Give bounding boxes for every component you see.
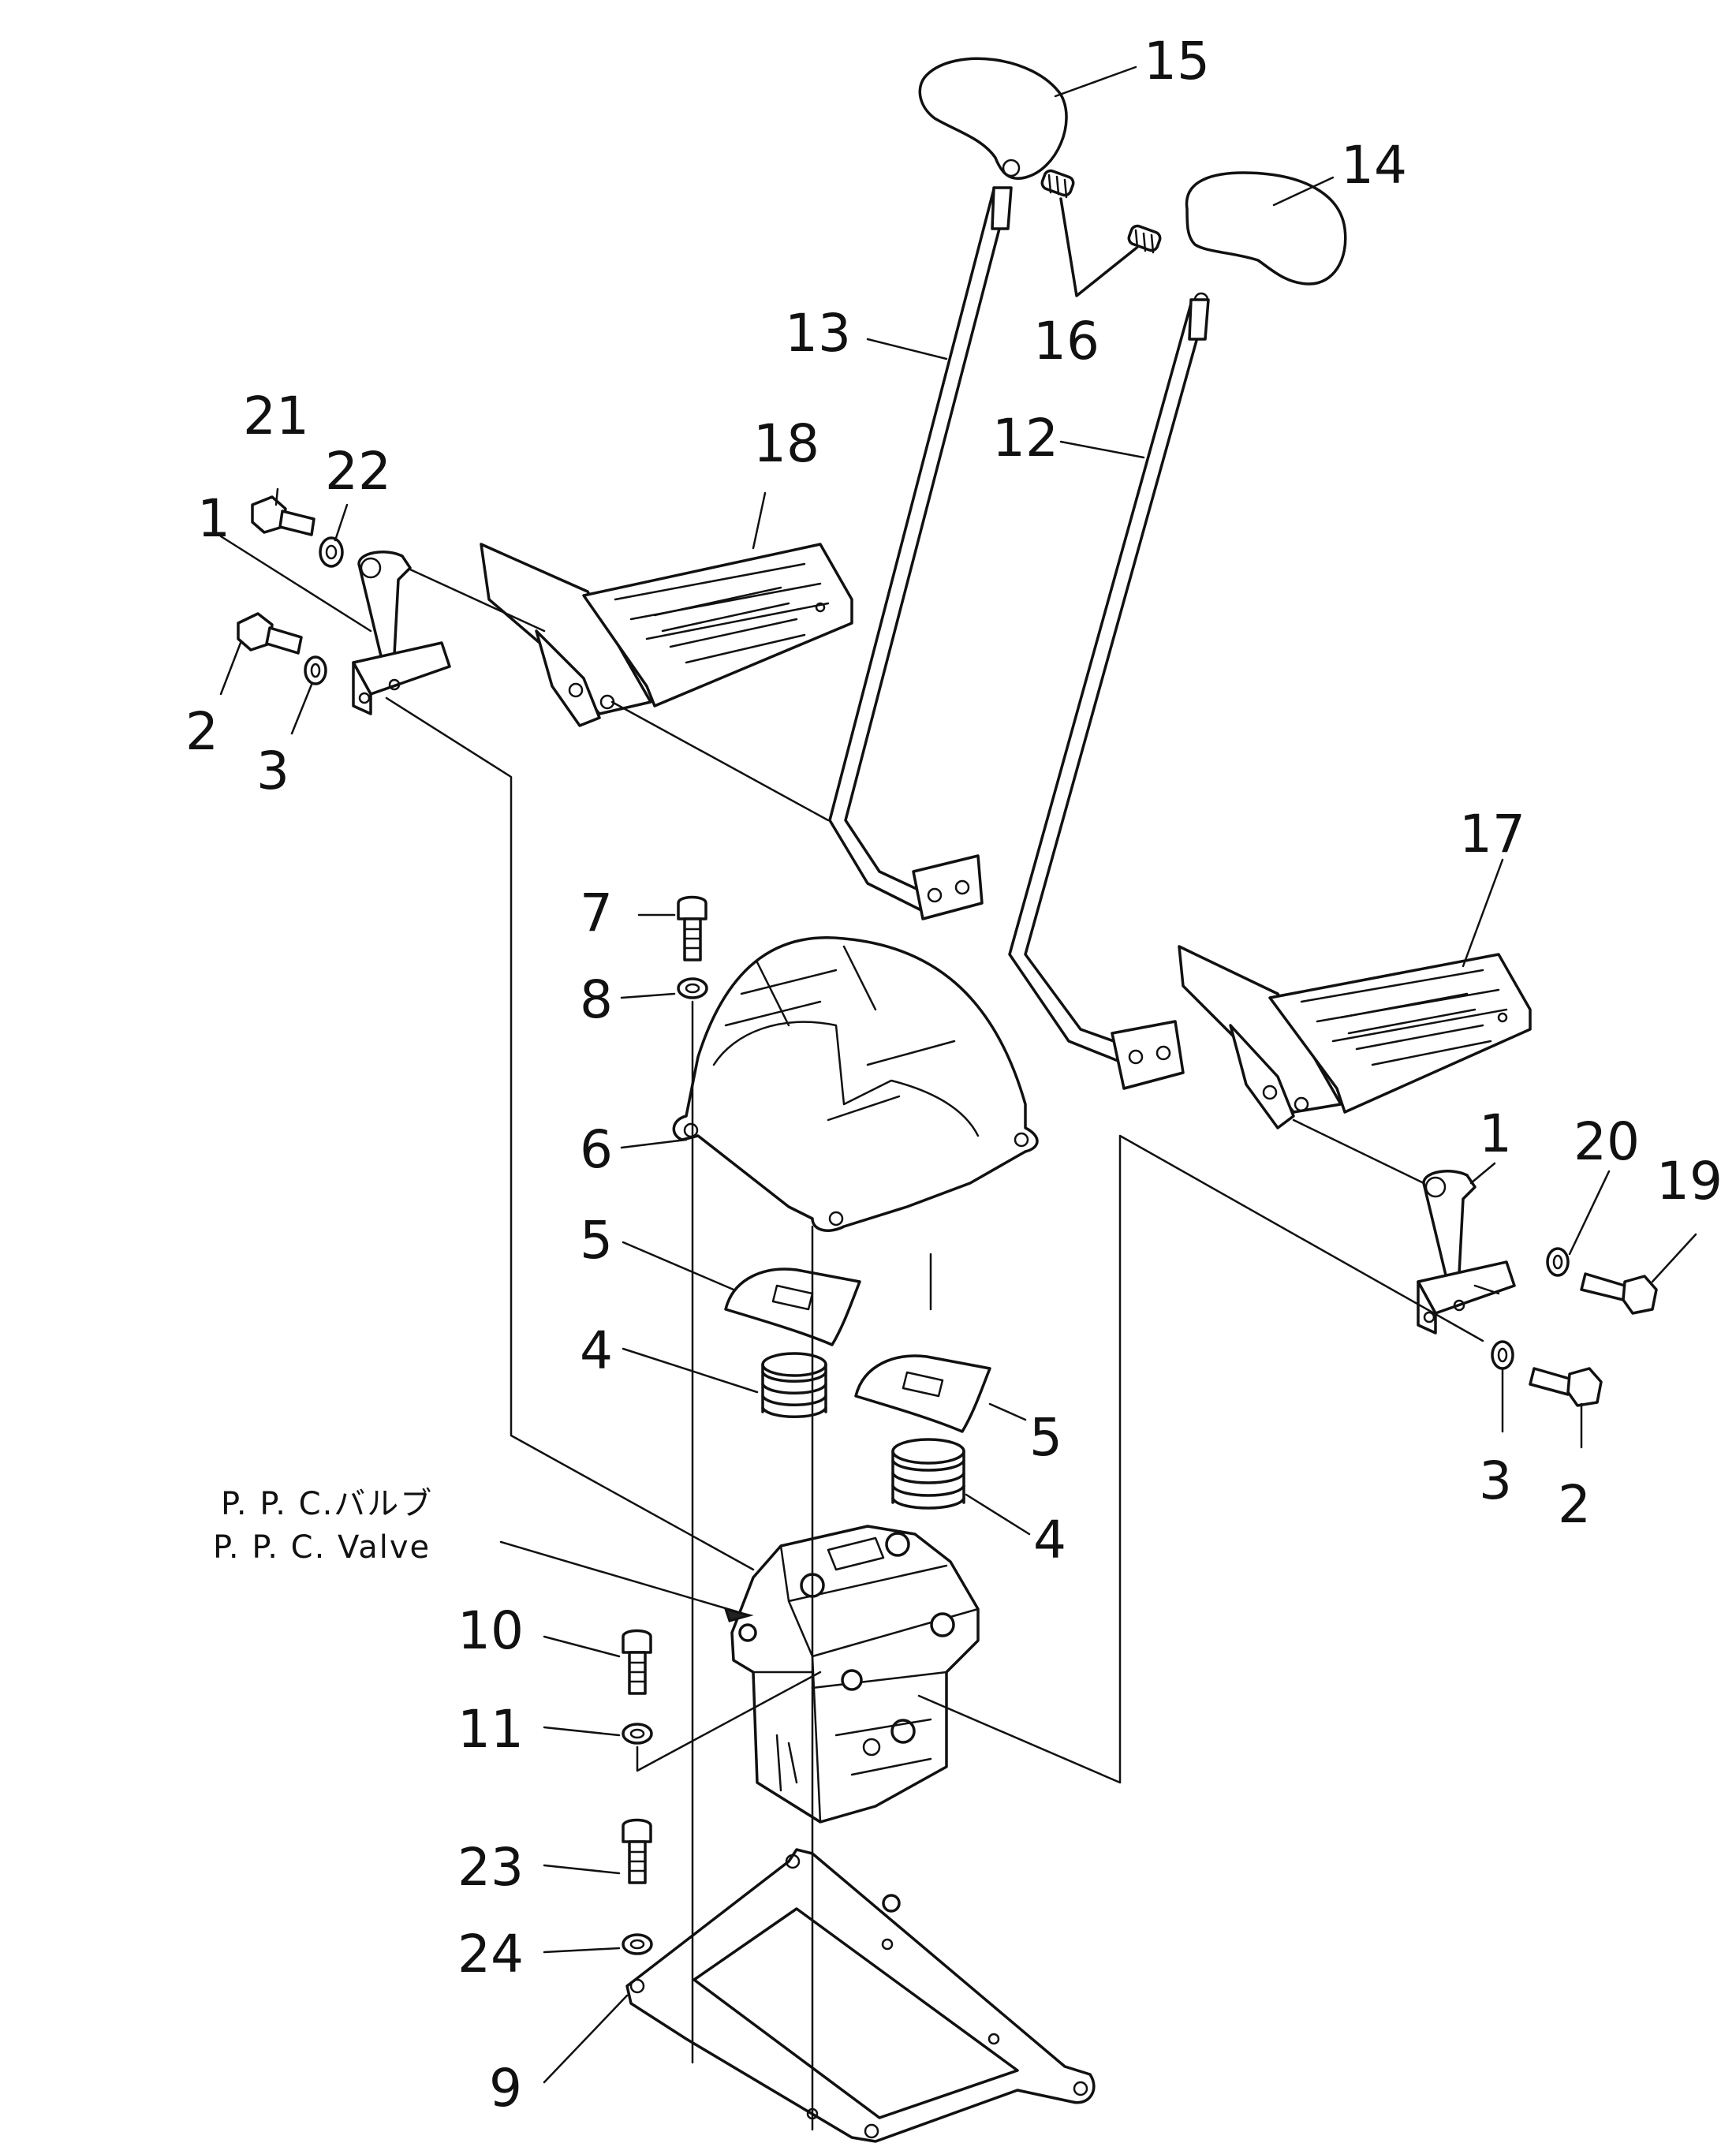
label-10: 10 xyxy=(457,1600,524,1661)
label-19: 19 xyxy=(1656,1151,1723,1212)
label-1-right: 1 xyxy=(1479,1103,1512,1164)
label-16: 16 xyxy=(1033,311,1099,371)
spring-4-left xyxy=(761,1352,827,1418)
label-2-left: 2 xyxy=(185,701,218,762)
label-5-right: 5 xyxy=(1029,1407,1062,1468)
label-21: 21 xyxy=(243,386,309,446)
label-4-right: 4 xyxy=(1033,1510,1066,1570)
pedal-17 xyxy=(1178,945,1532,1129)
label-12: 12 xyxy=(992,408,1058,469)
lever-rod-13 xyxy=(828,186,1013,920)
plate-5-left xyxy=(724,1268,861,1346)
lever-knob-14 xyxy=(1185,171,1347,308)
label-6: 6 xyxy=(580,1119,613,1180)
washer-3-right xyxy=(1491,1340,1514,1370)
pedal-18 xyxy=(480,543,853,727)
assembly-lines xyxy=(385,568,1500,2131)
leader-16 xyxy=(1059,197,1137,297)
bolt-19 xyxy=(1580,1272,1658,1315)
label-15: 15 xyxy=(1144,31,1210,91)
lever-rod-12 xyxy=(1008,298,1210,1090)
ppc-valve-caption: P. P. C.バルブ P. P. C. Valve xyxy=(213,1486,433,1566)
bracket-1-right xyxy=(1417,1170,1516,1335)
bolt-2-right xyxy=(1529,1367,1603,1407)
label-22: 22 xyxy=(325,441,391,502)
label-8: 8 xyxy=(580,969,613,1030)
bolt-10 xyxy=(622,1629,652,1695)
pin-16-a xyxy=(1040,169,1075,199)
label-7: 7 xyxy=(580,883,613,943)
caption-japanese: P. P. C.バルブ xyxy=(221,1486,433,1522)
label-11: 11 xyxy=(457,1699,524,1760)
spring-4-right xyxy=(891,1438,965,1510)
label-13: 13 xyxy=(785,303,851,364)
label-20: 20 xyxy=(1574,1111,1640,1172)
bolt-7 xyxy=(677,895,707,961)
label-14: 14 xyxy=(1341,135,1407,196)
base-plate-9 xyxy=(625,1848,1096,2143)
washer-3-left xyxy=(304,655,327,685)
label-4-left: 4 xyxy=(580,1320,613,1381)
label-2-right: 2 xyxy=(1558,1474,1591,1535)
bolt-2-left xyxy=(237,612,303,655)
leader-lines xyxy=(219,65,1697,2084)
label-17: 17 xyxy=(1459,804,1525,864)
bolt-23 xyxy=(622,1818,652,1884)
part-labels: 15 14 13 16 12 18 21 22 1 2 3 17 7 8 6 1… xyxy=(185,31,1723,2119)
pin-16-b xyxy=(1127,224,1162,254)
label-1-left: 1 xyxy=(197,488,230,549)
label-3-right: 3 xyxy=(1479,1450,1512,1511)
cover-6 xyxy=(672,936,1039,1232)
label-23: 23 xyxy=(457,1837,524,1898)
label-18: 18 xyxy=(753,413,819,474)
washer-24 xyxy=(622,1933,653,1955)
ppc-valve xyxy=(730,1525,980,1824)
label-3-left: 3 xyxy=(256,741,289,801)
bracket-1-left xyxy=(352,551,451,715)
label-9: 9 xyxy=(489,2058,522,2119)
lever-knob-15 xyxy=(918,57,1068,180)
label-5-left: 5 xyxy=(580,1210,613,1271)
washer-11 xyxy=(622,1723,653,1745)
plate-5-right xyxy=(854,1354,991,1433)
caption-english: P. P. C. Valve xyxy=(213,1529,431,1566)
bolt-21 xyxy=(251,495,315,536)
washer-22 xyxy=(319,536,344,568)
washer-20 xyxy=(1546,1247,1570,1277)
label-24: 24 xyxy=(457,1924,524,1984)
washer-8 xyxy=(677,977,708,999)
